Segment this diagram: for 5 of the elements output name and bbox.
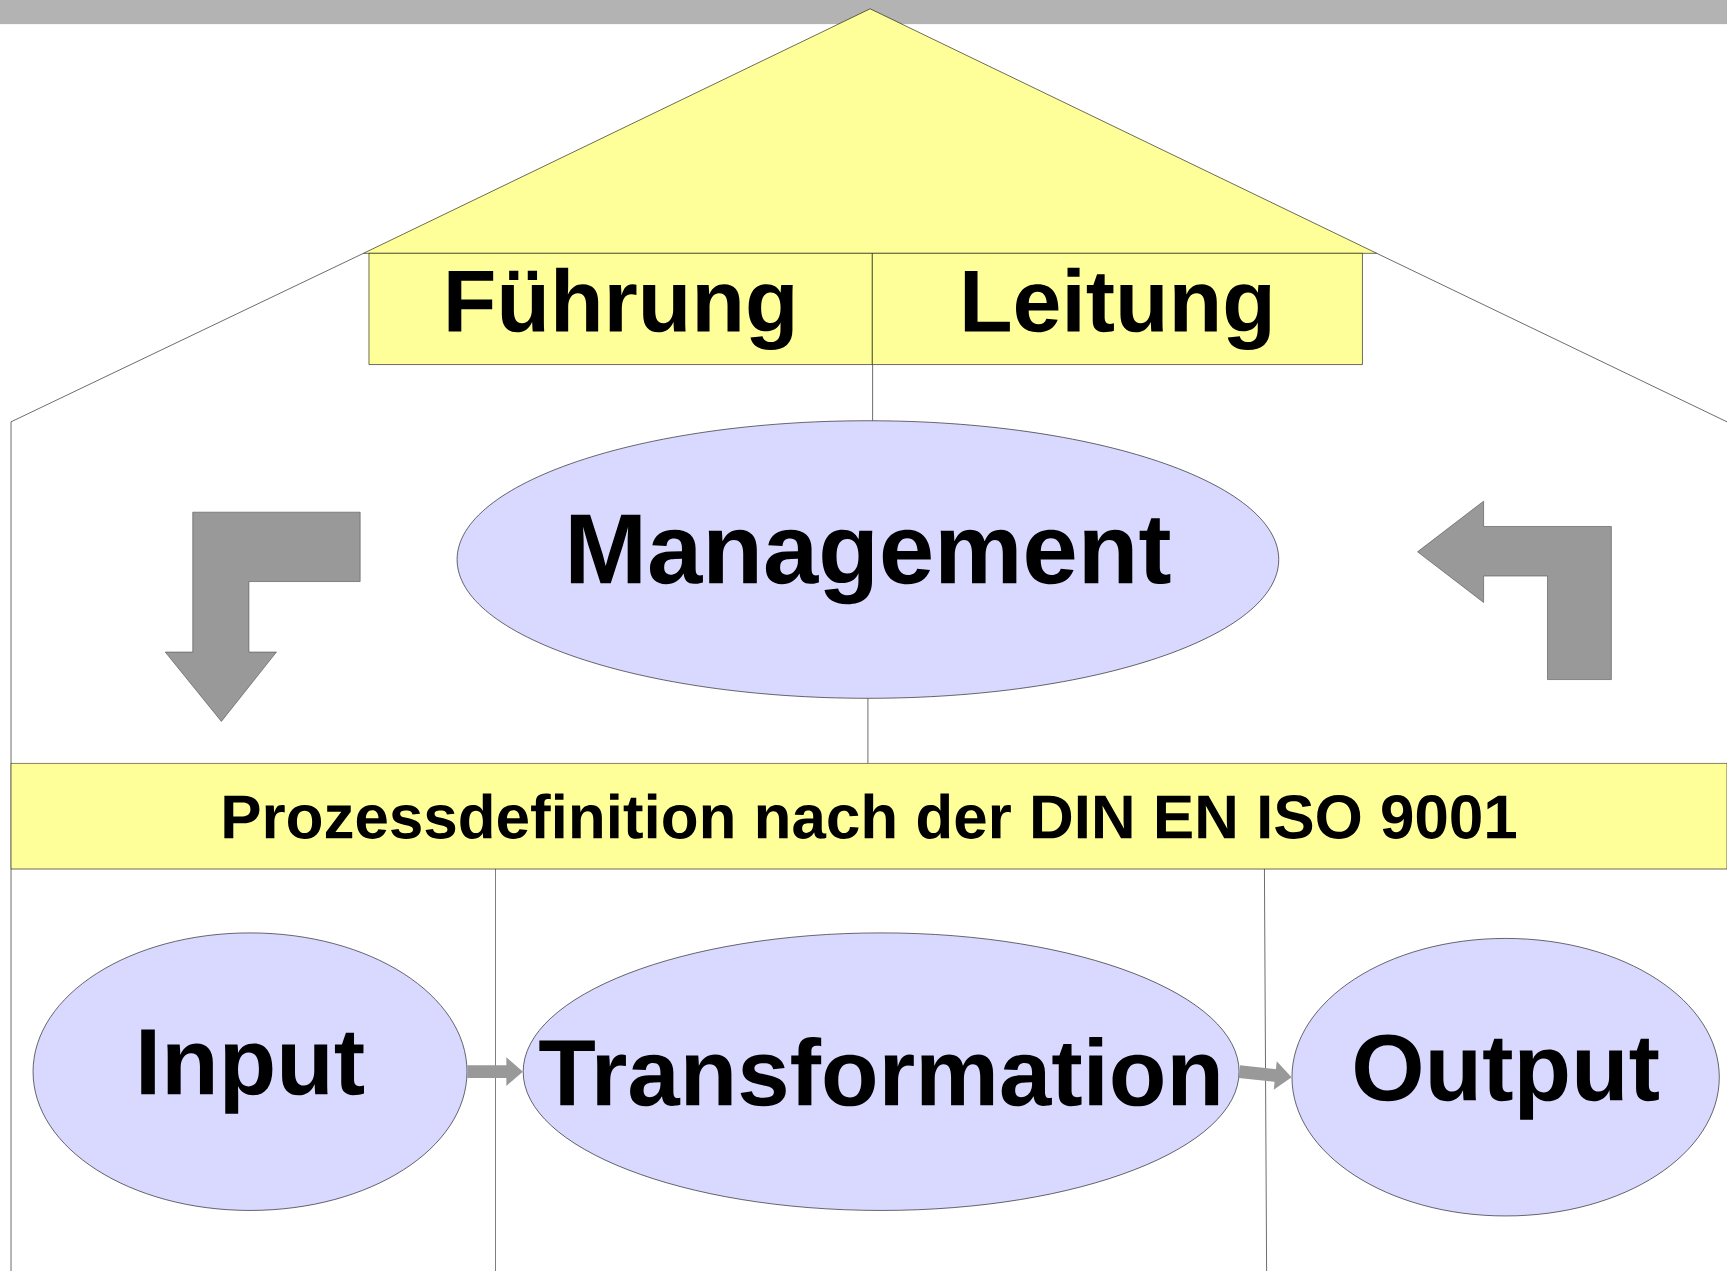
connector-line <box>867 698 869 764</box>
process-band: Prozessdefinition nach der DIN EN ISO 9001 <box>10 763 1727 870</box>
title-box: Leitung <box>872 253 1363 365</box>
connector-line <box>872 364 873 421</box>
title-box: Führung <box>368 253 873 365</box>
